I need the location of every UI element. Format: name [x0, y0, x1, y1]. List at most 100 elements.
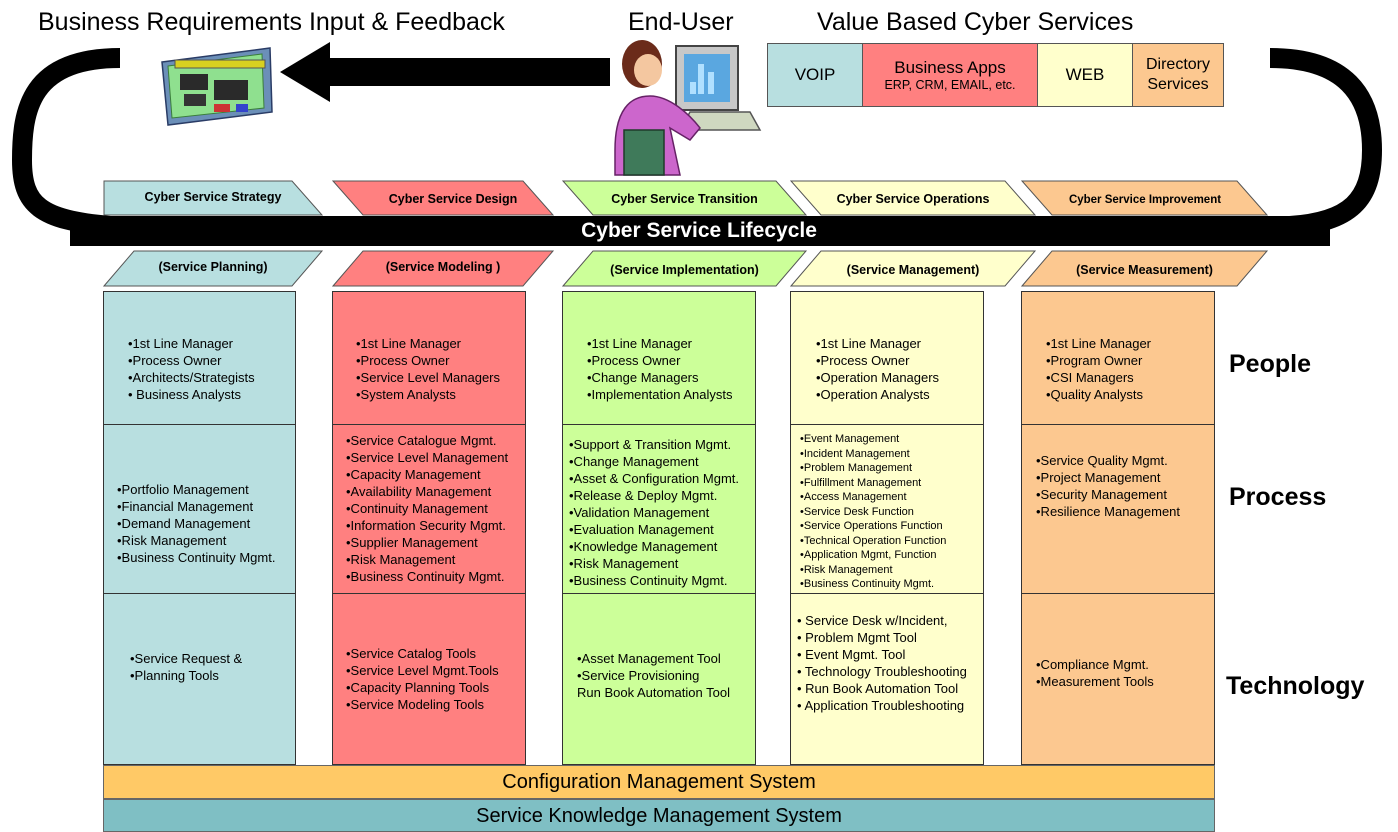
end-user-title: End-User — [628, 8, 734, 36]
list-item: •Incident Management — [800, 447, 910, 460]
list-item: •Knowledge Management — [569, 539, 718, 554]
list-item: •Implementation Analysts — [587, 387, 733, 402]
list-item: •Security Management — [1036, 487, 1168, 502]
list-item: •Change Managers — [587, 370, 699, 385]
list-item: •Process Owner — [356, 353, 450, 368]
operations-people-list: •1st Line Manager •Process Owner •Operatio… — [816, 335, 939, 403]
list-item: •Measurement Tools — [1036, 674, 1154, 689]
business-requirements-title: Business Requirements Input & Feedback — [38, 8, 505, 36]
list-item: • Business Analysts — [128, 387, 241, 402]
list-item: •System Analysts — [356, 387, 456, 402]
service-web: WEB — [1037, 43, 1133, 107]
transition-process-list: •Support & Transition Mgmt.•Change Manag… — [569, 436, 739, 589]
lifecycle-label: Cyber Service Lifecycle — [581, 219, 817, 242]
list-item: •Validation Management — [569, 505, 710, 520]
list-item: •Service Request & — [130, 651, 243, 666]
design-people-cell — [332, 291, 526, 425]
phase-design-sub: (Service Modeling ) — [385, 260, 501, 274]
strategy-technology-list: •Service Request & •Planning Tools — [130, 650, 242, 684]
list-item: •Business Continuity Mgmt. — [346, 569, 505, 584]
list-item: • Problem Mgmt Tool — [797, 630, 917, 645]
configuration-management-label: Configuration Management System — [502, 771, 816, 793]
transition-process-cell — [562, 424, 756, 594]
operations-technology-list: • Service Desk w/Incident, • Problem Mgmt… — [797, 612, 967, 714]
improvement-process-cell — [1021, 424, 1215, 594]
list-item: •Service Desk Function — [800, 505, 914, 518]
list-item: •Service Level Managers — [356, 370, 501, 385]
phase-strategy-label: Cyber Service Strategy — [144, 190, 282, 204]
value-services-title: Value Based Cyber Services — [817, 8, 1134, 36]
knowledge-management-label: Service Knowledge Management System — [476, 805, 842, 827]
list-item: • Application Troubleshooting — [797, 698, 965, 713]
list-item: •Service Catalog Tools — [346, 646, 477, 661]
list-item: •Evaluation Management — [569, 522, 714, 537]
improvement-people-list: •1st Line Manager•Program Owner•CSI Mana… — [1046, 335, 1151, 403]
list-item: •Fulfillment Management — [800, 476, 922, 489]
list-item: • Technology Troubleshooting — [797, 664, 967, 679]
list-item: •Continuity Management — [346, 501, 488, 516]
phase-chevrons — [102, 180, 1269, 287]
list-item: •Planning Tools — [130, 668, 219, 683]
knowledge-management-bar: Service Knowledge Management System — [103, 799, 1215, 832]
list-item: •Service Level Management — [346, 450, 509, 465]
list-item: •Operation Managers — [816, 370, 940, 385]
improvement-people-cell — [1021, 291, 1215, 425]
row-label-technology: Technology — [1226, 672, 1365, 700]
list-item: •1st Line Manager — [816, 336, 922, 351]
list-item: •1st Line Manager — [1046, 336, 1152, 351]
list-item: •Information Security Mgmt. — [346, 518, 506, 533]
list-item: •1st Line Manager — [587, 336, 693, 351]
list-item: Run Book Automation Tool — [577, 685, 730, 700]
operations-process-cell — [790, 424, 984, 594]
transition-technology-list: •Asset Management Tool•Service Provision… — [577, 650, 730, 701]
design-process-list: •Service Catalogue Mgmt.•Service Level M… — [346, 432, 508, 585]
service-directory: Directory Services — [1132, 43, 1224, 107]
list-item: •Process Owner — [128, 353, 222, 368]
phase-improvement-label: Cyber Service Improvement — [1068, 194, 1222, 206]
list-item: • Event Mgmt. Tool — [797, 647, 906, 662]
improvement-technology-list: •Compliance Mgmt. •Measurement Tools — [1036, 656, 1154, 690]
list-item: •Process Owner — [587, 353, 681, 368]
strategy-people-list: •1st Line Manager•Process Owner•Architec… — [128, 335, 255, 403]
improvement-technology-cell — [1021, 593, 1215, 765]
list-item: •Release & Deploy Mgmt. — [569, 488, 718, 503]
list-item: •Service Operations Function — [800, 520, 943, 532]
list-item: •Availability Management — [346, 484, 492, 499]
phase-strategy-sub: (Service Planning) — [158, 260, 268, 274]
strategy-process-cell — [103, 424, 296, 594]
lifecycle-band — [70, 216, 1330, 246]
list-item: •Service Provisioning — [577, 668, 700, 683]
operations-people-cell — [790, 291, 984, 425]
list-item: •Project Management — [1036, 470, 1161, 485]
list-item: •Portfolio Management — [117, 482, 249, 497]
list-item: •Quality Analysts — [1046, 387, 1144, 402]
strategy-technology-cell — [103, 593, 296, 765]
list-item: • Service Desk w/Incident, — [797, 613, 948, 628]
list-item: •Event Management — [800, 433, 900, 445]
list-item: •Architects/Strategists — [128, 370, 255, 385]
list-item: •Process Owner — [816, 353, 910, 368]
list-item: • Run Book Automation Tool — [797, 681, 959, 696]
phase-operations-label: Cyber Service Operations — [836, 192, 990, 206]
transition-people-list: •1st Line Manager •Process Owner •Change M… — [587, 335, 732, 403]
list-item: •Service Quality Mgmt. — [1036, 453, 1168, 468]
list-item: •Risk Management — [117, 533, 227, 548]
row-label-people: People — [1229, 350, 1311, 378]
operations-technology-cell — [790, 593, 984, 765]
list-item: •Business Continuity Mgmt. — [117, 550, 276, 565]
list-item: •Capacity Planning Tools — [346, 680, 490, 695]
design-people-list: •1st Line Manager •Process Owner •Service … — [356, 335, 500, 403]
phase-design-label: Cyber Service Design — [388, 192, 518, 206]
service-voip: VOIP — [767, 43, 863, 107]
list-item: •Service Level Mgmt.Tools — [346, 663, 499, 678]
list-item: •CSI Managers — [1046, 370, 1134, 385]
list-item: •Support & Transition Mgmt. — [569, 437, 732, 452]
list-item: •Compliance Mgmt. — [1036, 657, 1149, 672]
feedback-arrow-shaft — [320, 58, 610, 86]
list-item: •Risk Management — [346, 552, 456, 567]
list-item: •1st Line Manager — [356, 336, 462, 351]
operations-process-list: •Event Management•Incident Management•Pr… — [800, 432, 946, 592]
list-item: •Resilience Management — [1036, 504, 1181, 519]
service-business-apps: Business Apps ERP, CRM, EMAIL, etc. — [862, 43, 1038, 107]
